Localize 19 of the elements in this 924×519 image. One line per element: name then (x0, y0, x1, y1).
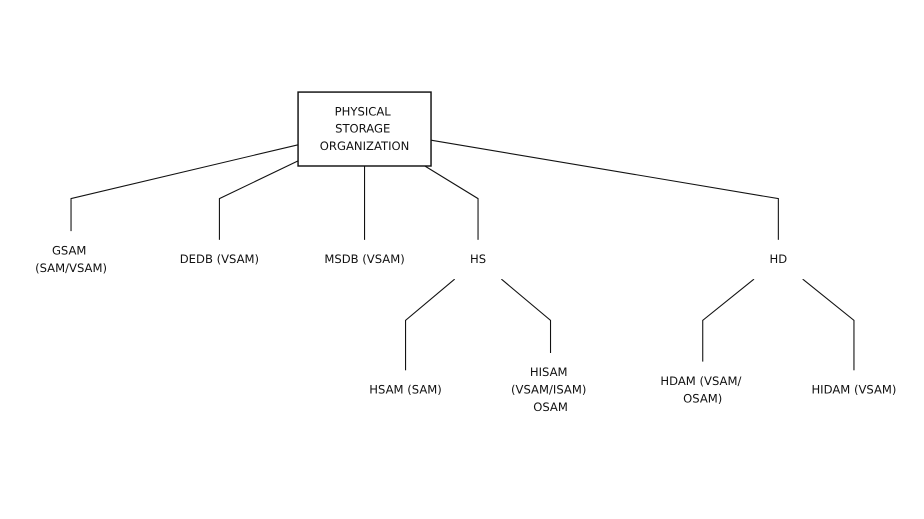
node-box: PHYSICAL STORAGE ORGANIZATION (297, 91, 432, 167)
node-text: HISAM (VSAM/ISAM) OSAM (511, 365, 586, 414)
node-text: HDAM (VSAM/ OSAM) (660, 374, 742, 406)
node-text: HD (770, 252, 788, 266)
node-text: HIDAM (VSAM) (811, 382, 896, 396)
connector (218, 160, 298, 240)
node-text: MSDB (VSAM) (324, 252, 405, 266)
connector (70, 144, 298, 232)
node-text: DEDB (VSAM) (180, 252, 260, 266)
node-text: HSAM (SAM) (369, 382, 442, 396)
connector (424, 166, 479, 240)
node-text: GSAM (SAM/VSAM) (35, 244, 107, 275)
connector (430, 140, 779, 240)
connector (405, 278, 456, 370)
connector (802, 278, 854, 370)
node-text: HS (470, 252, 486, 266)
connector (364, 166, 366, 240)
connector (501, 278, 552, 353)
connector (702, 278, 754, 362)
